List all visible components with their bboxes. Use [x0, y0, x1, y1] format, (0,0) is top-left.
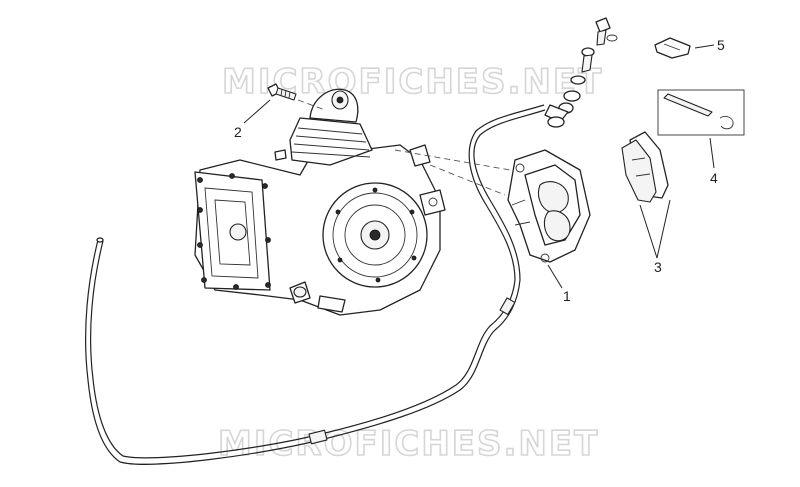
watermark-top: MICROFICHES.NET	[222, 62, 603, 102]
flywheel-bolts	[335, 187, 417, 283]
callout-5: 5	[717, 37, 725, 53]
part-5-spring-clip	[654, 37, 691, 59]
part-4-pin-kit	[657, 89, 745, 136]
part-2-bolt	[267, 83, 297, 101]
callout-1: 1	[563, 288, 571, 304]
brake-hose	[85, 104, 546, 465]
cover-bolts	[197, 173, 271, 290]
alignment-lines	[297, 99, 511, 196]
callout-4: 4	[710, 170, 718, 186]
callout-3: 3	[654, 259, 662, 275]
leader-lines	[243, 44, 715, 289]
bleed-fittings	[544, 17, 618, 128]
part-3-brake-pads	[621, 131, 669, 203]
callout-2: 2	[234, 124, 242, 140]
part-1-caliper	[507, 149, 591, 263]
watermark-bottom: MICROFICHES.NET	[218, 424, 599, 464]
engine-assembly	[194, 88, 446, 316]
